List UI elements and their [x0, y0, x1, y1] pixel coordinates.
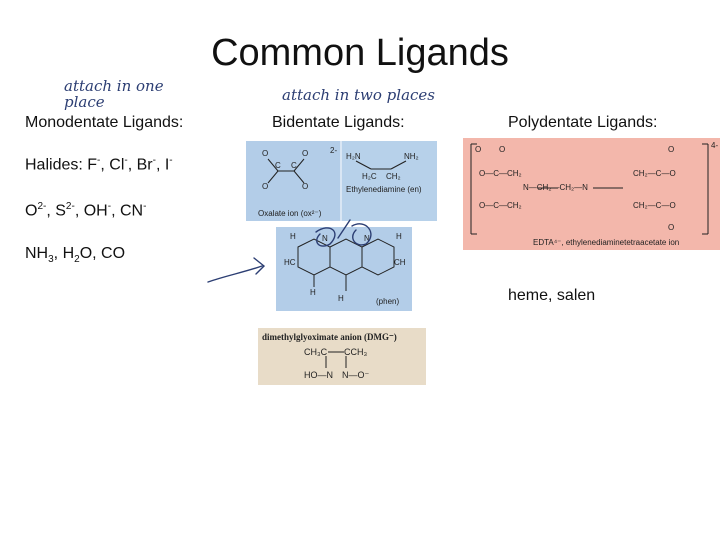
caption-oxalate: Oxalate ion (ox²⁻) [258, 209, 322, 218]
oxalate-en-structure: O O C C O O H₂N NH₂ H₂C CH₂ 2- [246, 141, 437, 221]
svg-text:CH₂—C—O: CH₂—C—O [633, 169, 676, 178]
minus-sup: - [124, 155, 128, 166]
dmg-image: dimethylglyoximate anion (DMG⁻) CH₃C CCH₃… [258, 328, 426, 385]
svg-text:O: O [302, 182, 308, 191]
phen-structure: H N N H HC CH H H [284, 232, 406, 303]
svg-text:N—O⁻: N—O⁻ [342, 370, 370, 380]
oxalate-en-image: O O C C O O H₂N NH₂ H₂C CH₂ 2- Oxalate ion (o… [246, 141, 437, 221]
slide-title: Common Ligands [211, 32, 509, 74]
three-sub: 3 [48, 254, 54, 266]
oxo-line: O2-, S2-, OH-, CN- [25, 201, 146, 220]
caption-edta: EDTA⁴⁻, ethylenediaminetetraacetate ion [533, 238, 680, 247]
svg-text:HC: HC [284, 258, 296, 267]
phen-image: H N N H HC CH H H (phen) [276, 227, 412, 311]
circle-mark-left [315, 227, 336, 247]
svg-text:H: H [290, 232, 296, 241]
handwritten-note-two-places: attach in two places [282, 86, 435, 104]
header-polydentate: Polydentate Ligands: [508, 114, 658, 131]
svg-text:CCH₃: CCH₃ [344, 347, 367, 357]
svg-text:O: O [668, 145, 674, 154]
caption-dmg: dimethylglyoximate anion (DMG⁻) [262, 332, 397, 342]
oh-text: , OH [74, 202, 108, 220]
halides-i: , I [155, 156, 170, 174]
svg-text:C: C [275, 161, 281, 170]
svg-text:H: H [396, 232, 402, 241]
svg-text:HO—N: HO—N [304, 370, 333, 380]
svg-text:C: C [291, 161, 297, 170]
svg-text:H₂C: H₂C [362, 172, 377, 181]
neutral-line: NH3, H2O, CO [25, 245, 125, 265]
svg-text:H₂N: H₂N [346, 152, 361, 161]
svg-text:NH₂: NH₂ [404, 152, 419, 161]
arrow-to-phen [207, 265, 263, 283]
arrow-stroke [337, 219, 351, 239]
halides-prefix: Halides: F [25, 156, 98, 174]
h-text: , H [53, 245, 75, 262]
svg-text:CH: CH [394, 258, 406, 267]
minus-sup: - [97, 155, 101, 166]
heme-salen-text: heme, salen [508, 287, 596, 304]
svg-text:H: H [338, 294, 344, 303]
minus-sup: - [143, 201, 147, 212]
svg-text:N—CH₂—CH₂—N: N—CH₂—CH₂—N [523, 183, 588, 192]
two-minus-sup: 2- [37, 201, 47, 212]
svg-text:O—C—CH₂: O—C—CH₂ [479, 169, 522, 178]
svg-text:2-: 2- [330, 146, 337, 155]
svg-text:CH₂: CH₂ [386, 172, 401, 181]
minus-sup: - [152, 155, 156, 166]
svg-text:H: H [310, 288, 316, 297]
arrow-head [253, 257, 266, 275]
svg-text:CH₂—C—O: CH₂—C—O [633, 201, 676, 210]
circle-mark-right [351, 223, 372, 246]
two-sub: 2 [74, 254, 80, 266]
svg-text:O: O [302, 149, 308, 158]
svg-text:4-: 4- [711, 141, 718, 150]
svg-text:CH₃C: CH₃C [304, 347, 328, 357]
oco-text: O, CO [79, 245, 126, 262]
minus-sup: - [107, 201, 112, 212]
handwritten-note-one-place: attach in one place [64, 77, 164, 111]
o-text: O [25, 202, 38, 220]
two-minus-sup: 2- [65, 201, 75, 212]
header-monodentate: Monodentate Ligands: [25, 114, 184, 131]
halides-line: Halides: F-, Cl-, Br-, I- [25, 155, 173, 174]
nh-text: NH [25, 245, 49, 262]
svg-text:O—C—CH₂: O—C—CH₂ [479, 201, 522, 210]
halides-br: , Br [127, 156, 153, 174]
svg-text:O: O [499, 145, 505, 154]
caption-en: Ethylenediamine (en) [346, 185, 422, 194]
svg-text:N: N [364, 234, 370, 243]
caption-phen: (phen) [376, 297, 400, 306]
svg-text:O: O [262, 149, 268, 158]
minus-sup: - [169, 155, 173, 166]
s-text: , S [46, 202, 66, 220]
svg-text:O: O [262, 182, 268, 191]
svg-text:N: N [322, 234, 328, 243]
cn-text: , CN [111, 202, 144, 220]
halides-cl: , Cl [100, 156, 125, 174]
svg-text:O: O [475, 145, 481, 154]
header-bidentate: Bidentate Ligands: [272, 114, 405, 131]
dmg-structure: CH₃C CCH₃ HO—N N—O⁻ [304, 347, 370, 380]
svg-text:O: O [668, 223, 674, 232]
